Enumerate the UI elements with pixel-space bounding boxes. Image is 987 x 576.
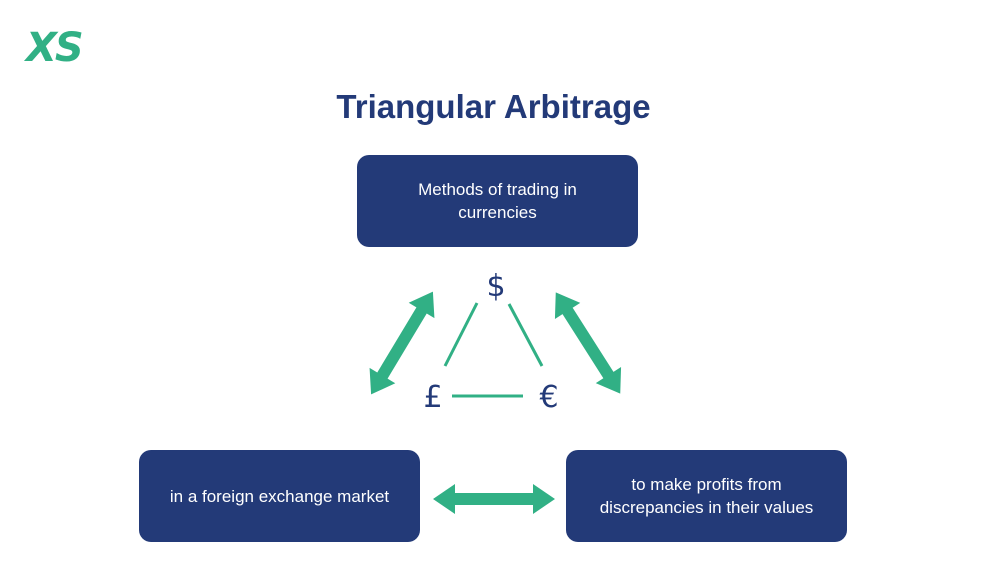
box-profits: to make profits from discrepancies in th… xyxy=(566,450,847,542)
double-arrow-bottom xyxy=(433,484,555,514)
box-foreign-exchange: in a foreign exchange market xyxy=(139,450,420,542)
page-title: Triangular Arbitrage xyxy=(336,88,651,125)
triangle-edge-right xyxy=(507,303,544,367)
triangle-edge-left xyxy=(443,302,479,367)
double-arrow-left xyxy=(369,291,435,395)
box-methods: Methods of trading in currencies xyxy=(357,155,638,247)
dollar-symbol: $ xyxy=(486,269,505,304)
euro-symbol: € xyxy=(539,380,558,415)
double-arrow-right xyxy=(554,292,622,394)
xs-logo: XS xyxy=(26,25,84,71)
pound-symbol: £ xyxy=(423,380,442,415)
